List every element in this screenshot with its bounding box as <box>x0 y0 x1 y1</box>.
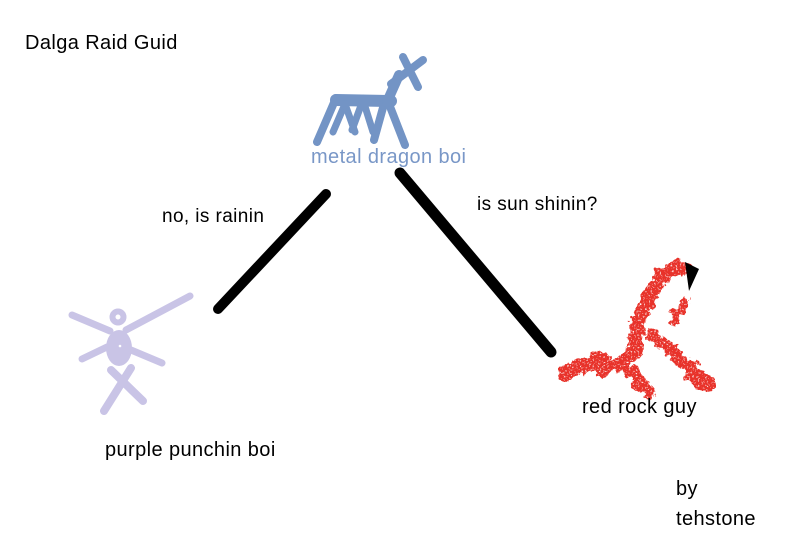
edge-label-left: no, is rainin <box>162 206 265 227</box>
purple-punchin-figure <box>68 292 194 415</box>
purple-body-highlight-dot <box>118 344 122 348</box>
dragon-hind-leg <box>385 100 409 149</box>
author-credit: by tehstone <box>676 474 756 534</box>
dragon-leg <box>359 96 377 136</box>
red-rock-figure <box>558 260 716 401</box>
dragon-front-leg <box>313 94 340 146</box>
dragon-hind-leg <box>370 100 388 144</box>
red-node-label: red rock guy <box>582 396 697 418</box>
credit-line-by: by <box>676 478 698 500</box>
red-back-leg <box>596 344 641 377</box>
red-front-foot <box>684 364 716 393</box>
purple-leg <box>107 366 147 405</box>
purple-head <box>109 308 127 326</box>
dragon-node-label: metal dragon boi <box>311 146 467 168</box>
edge-line-left <box>213 189 331 314</box>
connector-lines <box>213 167 557 358</box>
purple-body <box>106 330 132 366</box>
purple-arm <box>127 346 166 367</box>
red-torso-head <box>628 260 694 357</box>
page-title: Dalga Raid Guid <box>25 32 178 54</box>
edge-label-right: is sun shinin? <box>477 194 598 215</box>
edge-line-right <box>394 167 557 358</box>
purple-arm <box>78 343 111 363</box>
red-arm <box>668 295 691 327</box>
dragon-head-cross <box>399 53 422 91</box>
purple-arm <box>122 292 194 334</box>
metal-dragon-figure <box>313 53 427 149</box>
purple-arm <box>68 311 114 335</box>
purple-node-label: purple punchin boi <box>105 439 276 461</box>
credit-line-name: tehstone <box>676 508 756 530</box>
purple-leg <box>100 364 135 415</box>
red-figure-head-accent <box>685 262 699 291</box>
red-back-foot <box>558 351 611 380</box>
red-trailing-foot <box>620 360 657 401</box>
